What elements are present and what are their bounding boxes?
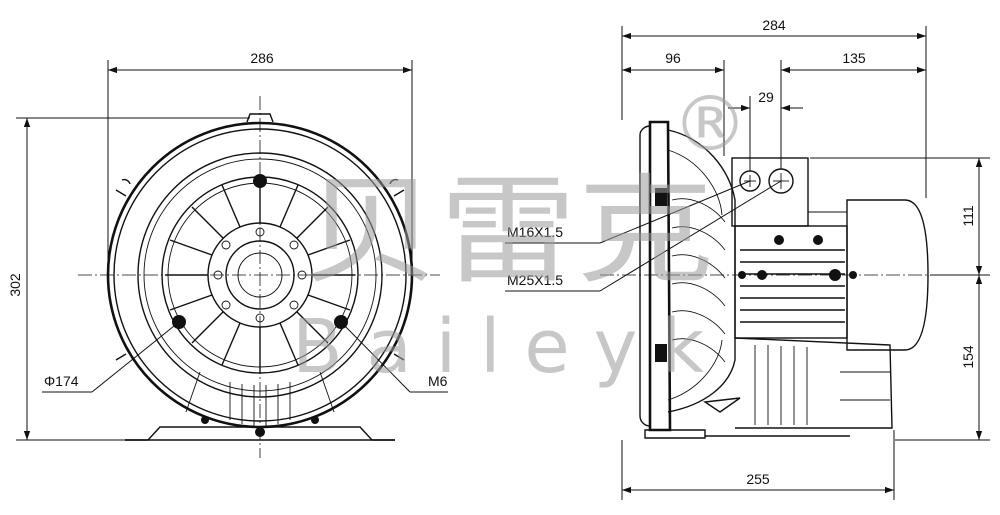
front-base bbox=[125, 416, 395, 441]
dim-bolt-label: M6 bbox=[428, 373, 448, 389]
dim-side-base-length-label: 255 bbox=[746, 471, 770, 487]
dim-side-total-length: 284 bbox=[621, 17, 927, 198]
side-motor bbox=[734, 199, 929, 351]
watermark-chinese: 贝雷克 bbox=[302, 162, 714, 300]
dim-front-width: 286 bbox=[107, 50, 413, 265]
callout-thread-large: M25X1.5 bbox=[505, 180, 782, 292]
watermark-registered-mark: ® bbox=[672, 79, 748, 168]
dim-side-total-length-label: 284 bbox=[762, 17, 786, 33]
dim-side-motor-offset: 135 bbox=[780, 50, 926, 169]
dim-side-flange-offset-label: 96 bbox=[665, 50, 681, 66]
side-lower-body bbox=[644, 337, 893, 439]
side-port-box bbox=[731, 157, 809, 227]
watermark-latin: Baileyk bbox=[292, 304, 722, 390]
front-impeller bbox=[161, 174, 359, 426]
dim-side-flange-offset: 96 bbox=[622, 50, 725, 156]
dim-front-width-label: 286 bbox=[250, 50, 274, 66]
dim-side-port-spacing: 29 bbox=[728, 89, 803, 171]
dim-front-height: 302 bbox=[7, 117, 250, 441]
leader-bolt-circle: Φ174 bbox=[42, 321, 180, 393]
dim-bolt-circle-label: Φ174 bbox=[44, 373, 79, 389]
dim-side-lower-height-label: 154 bbox=[960, 345, 976, 369]
dim-side-lower-height: 154 bbox=[895, 275, 990, 441]
dim-side-motor-offset-label: 135 bbox=[842, 50, 866, 66]
dim-side-port-spacing-label: 29 bbox=[758, 89, 774, 105]
thread-large-label: M25X1.5 bbox=[507, 272, 563, 288]
callout-thread-small: M16X1.5 bbox=[505, 180, 751, 244]
dim-side-upper-height: 111 bbox=[810, 157, 990, 276]
watermark: 贝雷克 Baileyk ® bbox=[292, 79, 748, 390]
front-view: 286 302 Φ174 M6 bbox=[7, 50, 448, 458]
thread-small-label: M16X1.5 bbox=[507, 224, 563, 240]
dim-front-height-label: 302 bbox=[7, 273, 23, 297]
leader-bolt: M6 bbox=[340, 321, 448, 393]
dim-side-upper-height-label: 111 bbox=[960, 205, 976, 226]
dim-side-base-length: 255 bbox=[621, 430, 895, 500]
side-view: 284 96 135 29 111 bbox=[505, 17, 990, 500]
